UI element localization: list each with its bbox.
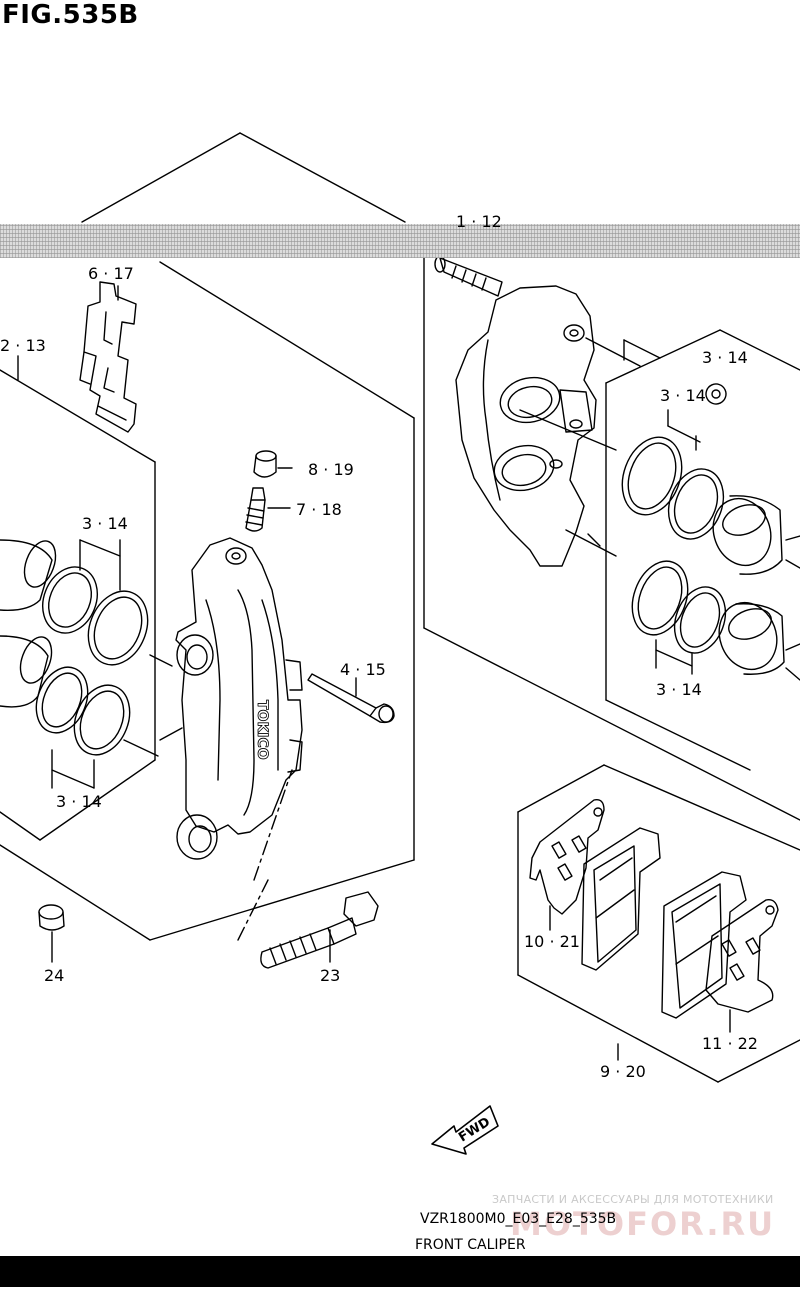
- callout-24: 24: [44, 966, 65, 985]
- pad-right: [661, 871, 747, 1019]
- callout-7-18: 7 · 18: [296, 500, 342, 519]
- small-seal: [705, 383, 727, 405]
- right-bolt: [434, 255, 503, 297]
- fwd-arrow-icon: FWD: [431, 1105, 499, 1155]
- callout-3-14-right-a: 3 · 14: [702, 348, 748, 367]
- callout-4-15: 4 · 15: [340, 660, 386, 679]
- mounting-bolt: [237, 769, 379, 969]
- callout-10-21: 10 · 21: [524, 932, 580, 951]
- callout-3-14-right-b: 3 · 14: [660, 386, 706, 405]
- collar: [38, 904, 65, 931]
- figure-title: FIG.535B: [2, 0, 139, 30]
- watermark-logo: MOTOFOR.RU: [510, 1205, 776, 1243]
- seal-kit-box-right: [605, 329, 800, 771]
- callout-11-22: 11 · 22: [702, 1034, 758, 1053]
- pad-shim-left: [529, 799, 605, 915]
- figure-code: VZR1800M0_E03_E28_535B: [420, 1211, 617, 1227]
- left-assembly-box: [0, 132, 415, 941]
- pad-set-box: [517, 764, 800, 1083]
- callout-6-17: 6 · 17: [88, 264, 134, 283]
- watermark-text: ЗАПЧАСТИ И АКСЕССУАРЫ ДЛЯ МОТОТЕХНИКИ: [492, 1193, 774, 1206]
- figure-name: FRONT CALIPER: [415, 1237, 526, 1253]
- callout-3-14-left-top: 3 · 14: [82, 514, 128, 533]
- right-seals: [621, 409, 727, 675]
- bottom-bar: [0, 1256, 800, 1287]
- left-callout-brackets: [51, 539, 121, 789]
- bleeder-cap: [253, 450, 277, 478]
- leader-lines: [17, 285, 731, 1061]
- right-caliper-body: [455, 285, 597, 567]
- right-pistons: [712, 495, 800, 681]
- left-caliper-body: TOKICO: [175, 537, 303, 860]
- callout-23: 23: [320, 966, 341, 985]
- callout-9-20: 9 · 20: [600, 1062, 646, 1081]
- callout-3-14-right-c: 3 · 14: [656, 680, 702, 699]
- pad-spring: [79, 281, 137, 433]
- callout-3-14-left-bottom: 3 · 14: [56, 792, 102, 811]
- callout-1-12: 1 · 12: [456, 212, 502, 231]
- left-pistons: [0, 539, 57, 708]
- pad-shim-right: [705, 899, 779, 1013]
- right-guide-lines: [519, 337, 661, 557]
- scan-noise-band: [0, 224, 800, 258]
- bleeder-valve: [245, 487, 266, 532]
- pad-pin: [307, 673, 395, 724]
- left-seals: [35, 566, 183, 757]
- pad-left: [581, 827, 661, 971]
- caliper-brand-text: TOKICO: [254, 700, 270, 760]
- callout-8-19: 8 · 19: [308, 460, 354, 479]
- seal-kit-box-2-13: [0, 369, 156, 841]
- callout-2-13: 2 · 13: [0, 336, 46, 355]
- right-assembly-box: [423, 257, 800, 821]
